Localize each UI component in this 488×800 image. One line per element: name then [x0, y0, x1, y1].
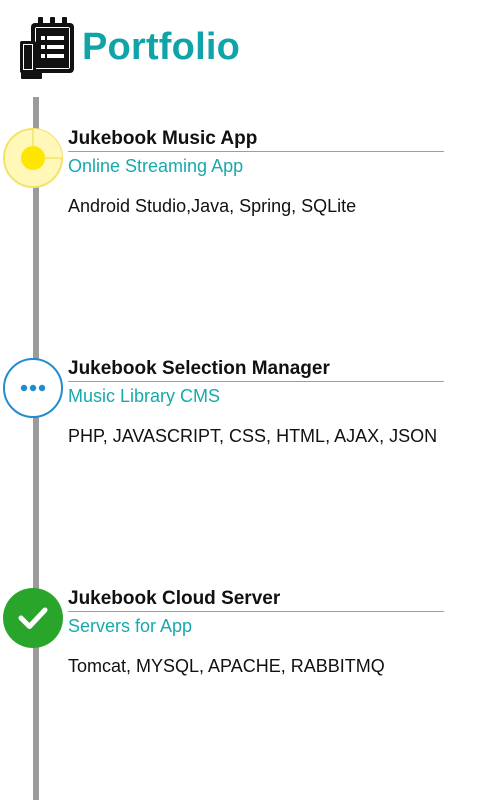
timeline-item-tech: PHP, JAVASCRIPT, CSS, HTML, AJAX, JSON [68, 426, 438, 446]
divider [68, 151, 444, 152]
checkmark-icon [3, 588, 63, 648]
app-header: Portfolio [20, 16, 240, 80]
timeline-item-subtitle: Servers for App [68, 616, 193, 636]
page-title: Portfolio [82, 26, 240, 68]
timeline-item-subtitle: Online Streaming App [68, 156, 244, 176]
timeline-line [33, 97, 39, 800]
timeline-item-tech: Android Studio,Java, Spring, SQLite [68, 196, 357, 216]
timeline-item-title: Jukebook Music App [68, 128, 258, 149]
divider [68, 381, 444, 382]
timeline-item-tech: Tomcat, MYSQL, APACHE, RABBITMQ [68, 656, 385, 676]
timeline-item-title: Jukebook Cloud Server [68, 588, 281, 609]
timeline-item-title: Jukebook Selection Manager [68, 358, 330, 379]
notepad-portfolio-icon [20, 17, 74, 79]
divider [68, 611, 444, 612]
timeline-item-subtitle: Music Library CMS [68, 386, 221, 406]
progress-pie-icon [3, 128, 63, 188]
more-dots-icon [3, 358, 63, 418]
